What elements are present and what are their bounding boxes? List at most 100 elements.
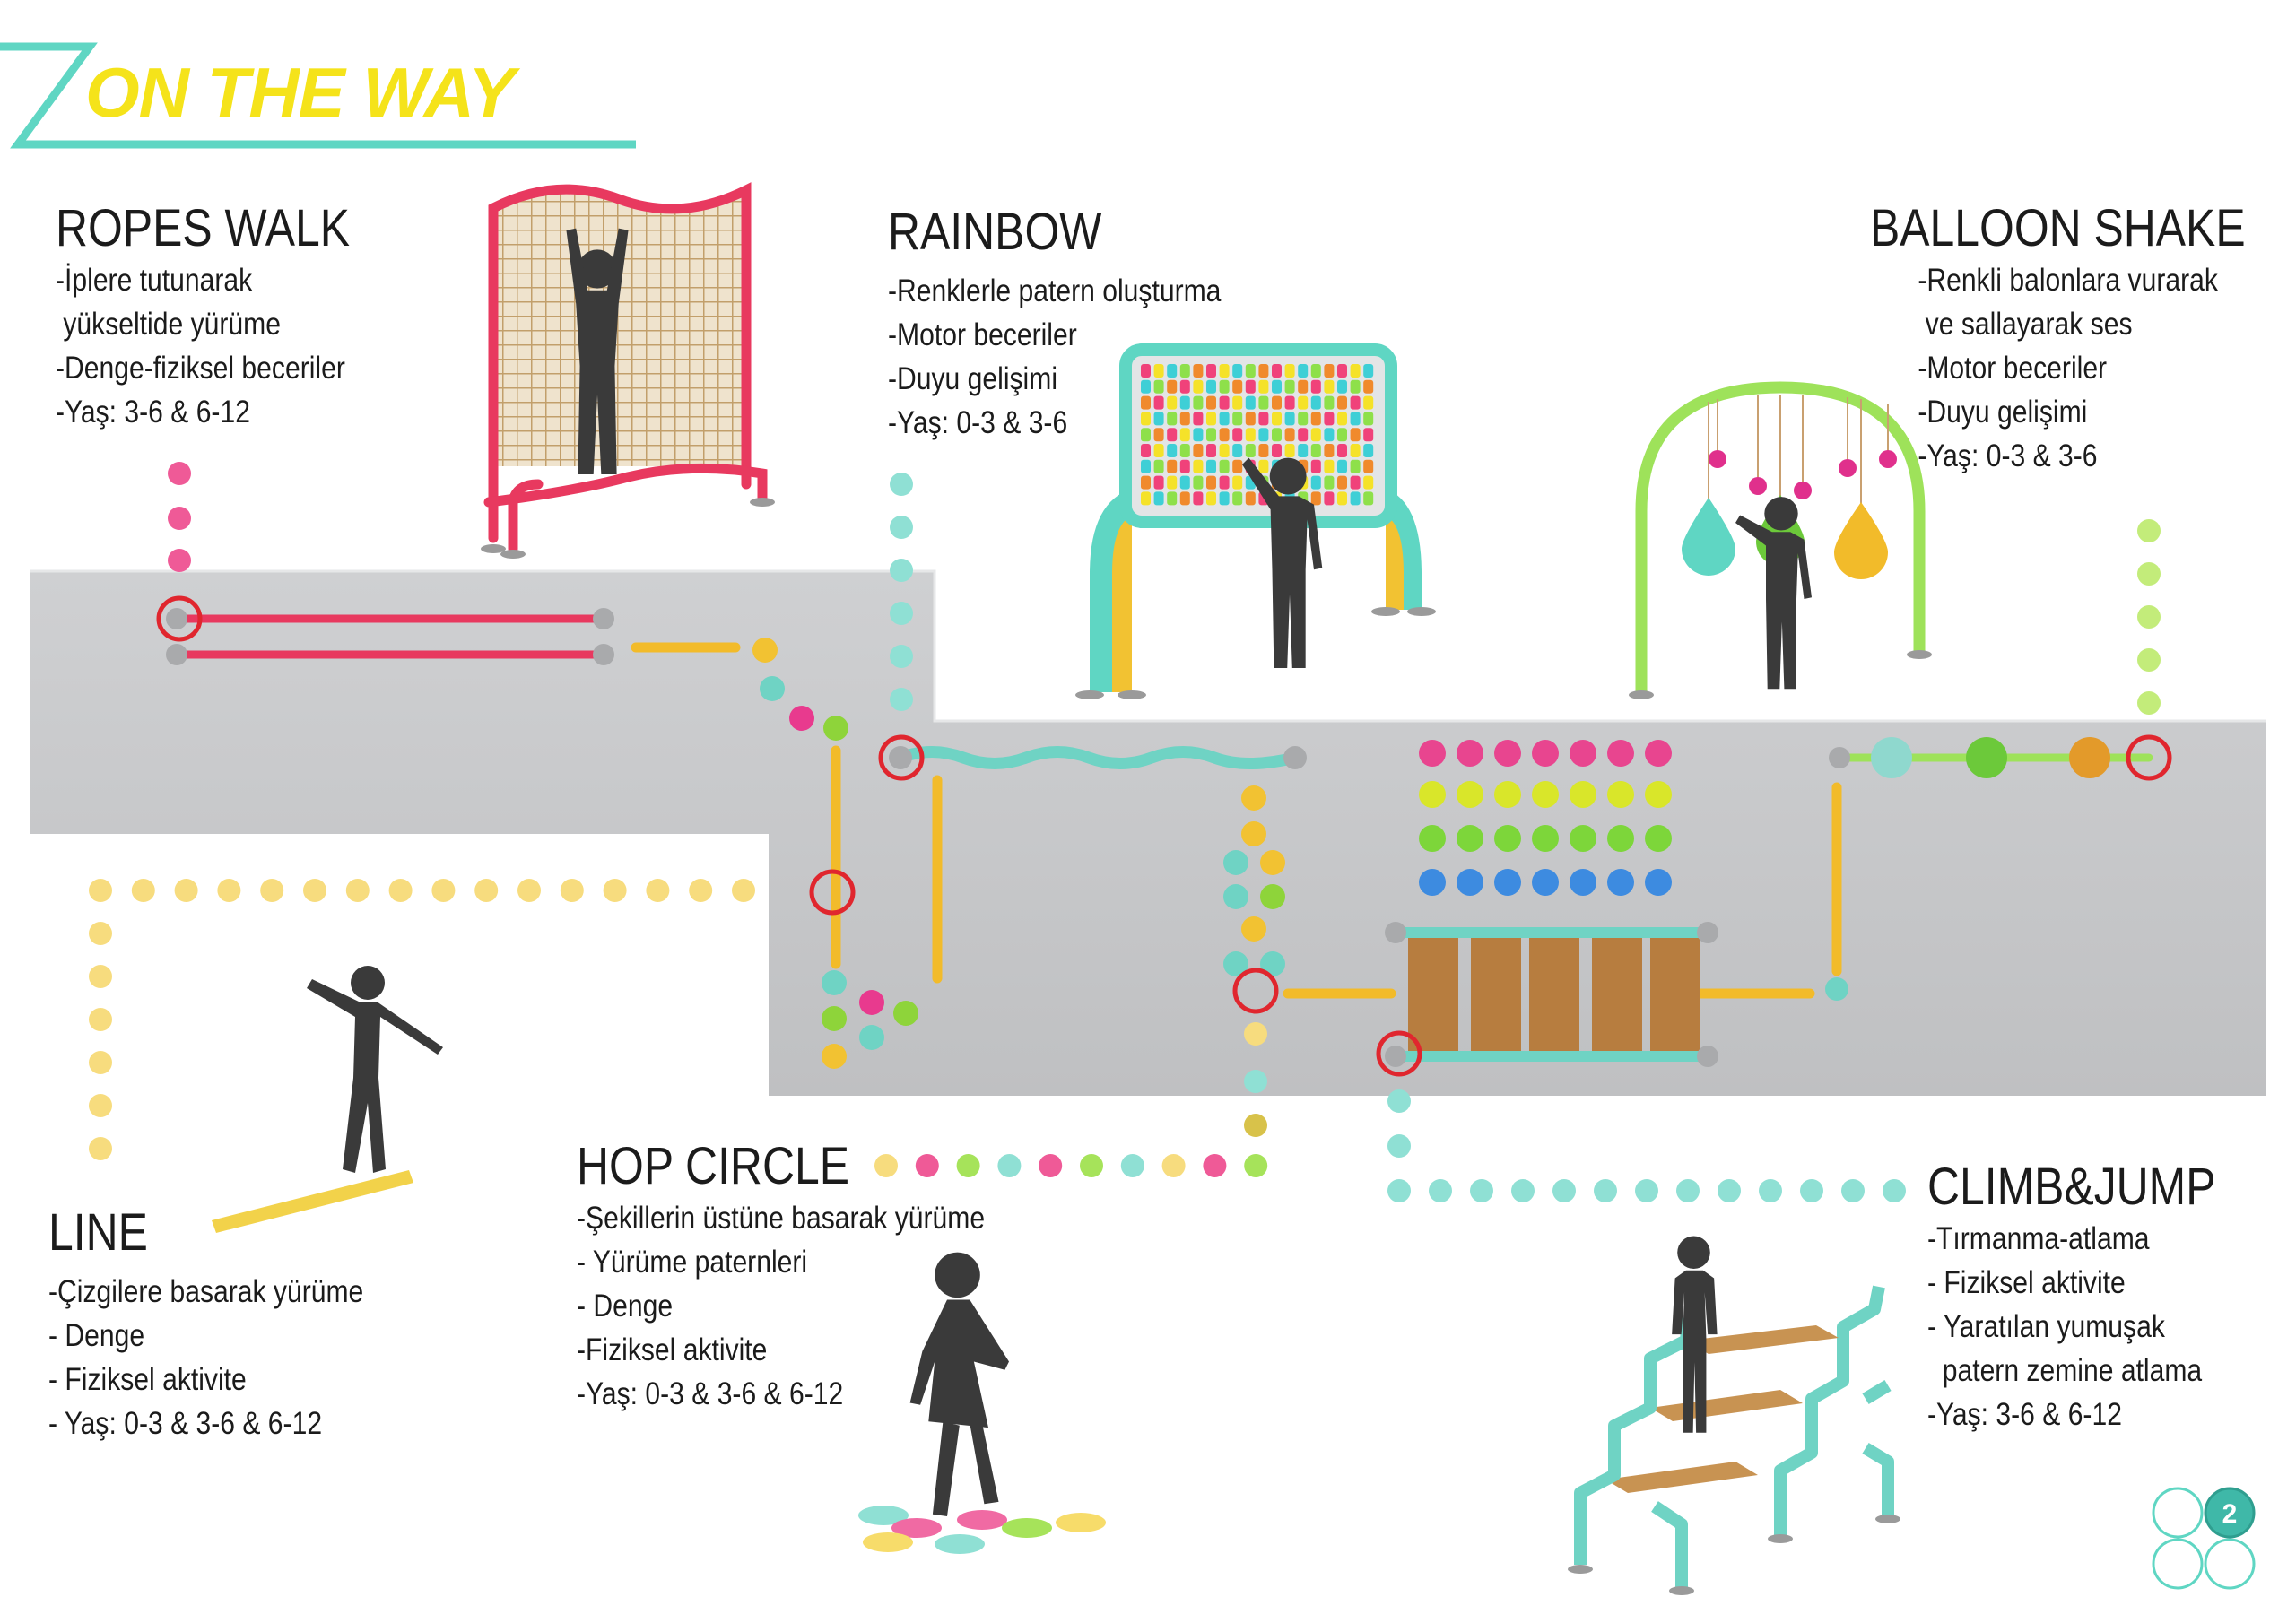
trail-dot (997, 1154, 1022, 1177)
rainbow-cell (1193, 475, 1204, 490)
child-silhouette-icon (1242, 457, 1323, 668)
rainbow-cell (1206, 491, 1216, 506)
rainbow-cell (1206, 475, 1216, 490)
station-bullet: - Yürüme paternleri (577, 1245, 808, 1280)
child-silhouette-icon (1672, 1236, 1718, 1433)
hop-circle-pad (1457, 825, 1483, 852)
bar-post (593, 644, 614, 665)
silhouette-body (566, 228, 629, 474)
rainbow-cell (1324, 395, 1335, 410)
rainbow-cell (1219, 412, 1230, 426)
rainbow-cell (1363, 395, 1374, 410)
trail-dot (1244, 1114, 1267, 1137)
trail-dot (303, 879, 326, 902)
rainbow-cell (1179, 379, 1190, 394)
floor-dot (1223, 884, 1248, 909)
rainbow-cell (1363, 444, 1374, 457)
page-indicator-icon: 2 (2152, 1487, 2256, 1590)
climb-frame-front-rear (1651, 1501, 1688, 1587)
trail-dot (1635, 1179, 1658, 1202)
climb-jump-illustration (1568, 1285, 1900, 1595)
rainbow-cell (1232, 364, 1243, 378)
rainbow-cell (1245, 444, 1256, 457)
rainbow-cell (1363, 412, 1374, 426)
trail-dot (174, 879, 198, 902)
hop-circle-pad (1570, 740, 1596, 767)
rainbow-cell (1245, 428, 1256, 442)
hop-circle-pad (1645, 869, 1672, 896)
rainbow-cell (1206, 412, 1216, 426)
rainbow-cell (1232, 491, 1243, 506)
floor-dot (859, 990, 884, 1015)
woman-silhouette-icon (307, 966, 443, 1173)
rainbow-cell (1272, 428, 1282, 442)
silhouette-body (307, 979, 443, 1173)
rainbow-cell (1153, 379, 1164, 394)
rainbow-cell (1206, 428, 1216, 442)
rainbow-cell (1206, 395, 1216, 410)
rainbow-cell (1179, 444, 1190, 457)
hop-stone (1002, 1518, 1052, 1538)
balloon-arch-foot (1629, 690, 1654, 699)
climb-foot (1768, 1534, 1793, 1543)
location-ring-icon (156, 595, 203, 642)
silhouette-head (1764, 497, 1798, 531)
station-bullets: -Renklerle patern oluşturma -Motor becer… (888, 269, 1221, 445)
floor-dot (1241, 821, 1266, 846)
location-ring-icon (1232, 968, 1279, 1014)
trail-dot (1676, 1179, 1700, 1202)
hop-circle-pad (1419, 869, 1446, 896)
bar-post (166, 608, 187, 629)
balloon-ball-orange (2069, 737, 2110, 778)
station-bullet: -İplere tutunarak (56, 263, 253, 298)
climb-plank (1592, 937, 1642, 1052)
rainbow-cell (1206, 379, 1216, 394)
station-bullets: -Tırmanma-atlama - Fiziksel aktivite - Y… (1927, 1217, 2215, 1436)
rainbow-cell (1141, 459, 1151, 473)
climb-step (1650, 1390, 1803, 1421)
rainbow-cell (1167, 379, 1178, 394)
station-title: BALLOON SHAKE (1870, 199, 2246, 257)
rainbow-cell (1141, 364, 1151, 378)
hop-circle-pad (1419, 825, 1446, 852)
rainbow-cell (1232, 444, 1243, 457)
rainbow-cell (1272, 395, 1282, 410)
rainbow-cell (1245, 379, 1256, 394)
floor-dot (760, 676, 785, 701)
rainbow-cell (1258, 364, 1269, 378)
rainbow-cell (1167, 395, 1178, 410)
trail-dot (890, 473, 913, 496)
page-circle (2204, 1538, 2256, 1590)
rainbow-cell (1310, 459, 1321, 473)
station-bullet: -Duyu gelişimi (1918, 395, 2088, 430)
trail-dot (89, 922, 112, 945)
station-bullets: -Şekillerin üstüne basarak yürüme - Yürü… (577, 1196, 985, 1416)
rainbow-cell (1337, 395, 1347, 410)
climb-plank (1529, 937, 1579, 1052)
rainbow-cell (1219, 491, 1230, 506)
station-bullet: - Denge (577, 1289, 674, 1324)
trail-dot (260, 879, 284, 902)
rainbow-cell (1193, 395, 1204, 410)
station-title: ROPES WALK (56, 199, 350, 257)
floor-dot (1260, 951, 1285, 976)
floor-dot (1241, 785, 1266, 811)
rainbow-cell (1363, 491, 1374, 506)
station-bullet: -Denge-fiziksel beceriler (56, 351, 345, 386)
rainbow-cell (1245, 412, 1256, 426)
trail-dot (345, 879, 370, 902)
rainbow-foot (1371, 607, 1400, 616)
floor-dot (1260, 850, 1285, 875)
hop-circle-pad (1607, 781, 1634, 808)
rainbow-cell (1258, 444, 1269, 457)
silhouette-body (1242, 457, 1323, 668)
rainbow-cell (1324, 428, 1335, 442)
station-bullet: -Yaş: 3-6 & 6-12 (56, 395, 250, 430)
rainbow-cell (1258, 459, 1269, 473)
station-bullet: -Çizgilere basarak yürüme (48, 1274, 364, 1309)
trail-dot (915, 1154, 939, 1177)
rainbow-cell (1219, 475, 1230, 490)
balloon-ball-pink (1879, 450, 1897, 468)
hop-circle-pad (1494, 825, 1521, 852)
